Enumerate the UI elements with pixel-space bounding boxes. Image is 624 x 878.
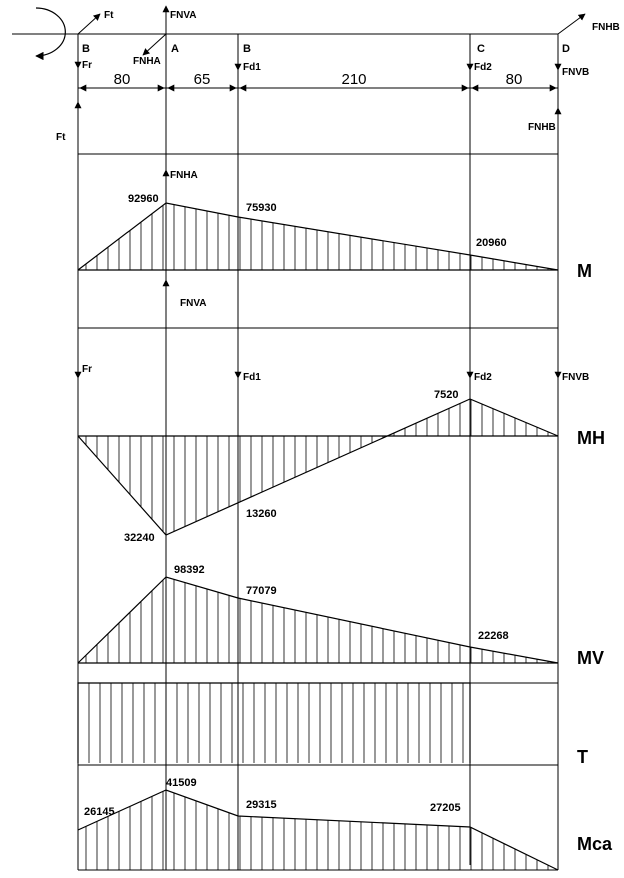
diagram-label-m: M (577, 261, 592, 281)
label-fnha-m: FNHA (170, 170, 198, 181)
label-fnvb: FNVB (562, 67, 589, 78)
mh-value-32240: 32240 (124, 532, 155, 544)
mv-value-98392: 98392 (174, 564, 205, 576)
point-b-left: B (82, 43, 90, 55)
label-fnvb-h: FNVB (562, 372, 589, 383)
point-a: A (171, 43, 179, 55)
label-fr: Fr (82, 60, 92, 71)
hatching-layer (85, 204, 549, 870)
label-fr-h: Fr (82, 364, 92, 375)
mh-value-7520: 7520 (434, 389, 458, 401)
force-arrows (74, 5, 562, 379)
label-fnha: FNHA (133, 56, 161, 67)
dim-210: 210 (341, 71, 366, 88)
label-fnva-m: FNVA (180, 298, 206, 309)
diagram-label-t: T (577, 747, 588, 767)
m-value-92960: 92960 (128, 193, 159, 205)
t-diagram-outline (77, 682, 471, 763)
mv-value-77079: 77079 (246, 585, 277, 597)
label-fd1: Fd1 (243, 62, 261, 73)
point-b-mid: B (243, 43, 251, 55)
label-ft-left: Ft (56, 132, 66, 143)
mh-value-13260: 13260 (246, 508, 277, 520)
fnha-arrow (142, 33, 167, 56)
mca-value-29315: 29315 (246, 799, 277, 811)
point-c: C (477, 43, 485, 55)
dim-65: 65 (194, 71, 211, 88)
m-diagram-outline (77, 202, 559, 271)
m-value-75930: 75930 (246, 202, 277, 214)
dim-80-right: 80 (506, 71, 523, 88)
mca-value-26145: 26145 (84, 806, 115, 818)
label-fnhb-lower: FNHB (528, 122, 556, 133)
mh-diagram-outline (77, 398, 559, 536)
diagram-label-mca: Mca (577, 834, 613, 854)
frame-lines (12, 10, 586, 871)
label-fnhb: FNHB (592, 22, 620, 33)
ft-top-arrow (77, 13, 101, 35)
mv-diagram-outline (77, 576, 559, 664)
dim-80-left: 80 (114, 71, 131, 88)
mv-value-22268: 22268 (478, 630, 509, 642)
mca-value-27205: 27205 (430, 802, 461, 814)
moment-outlines (77, 202, 559, 871)
label-fd1-h: Fd1 (243, 372, 261, 383)
mca-value-41509: 41509 (166, 777, 197, 789)
m-value-20960: 20960 (476, 237, 507, 249)
torque-curl-icon (35, 7, 66, 61)
label-ft-top: Ft (104, 10, 114, 21)
point-d: D (562, 43, 570, 55)
label-fnva: FNVA (170, 10, 196, 21)
label-fd2: Fd2 (474, 62, 492, 73)
diagram-label-mh: MH (577, 428, 605, 448)
label-fd2-h: Fd2 (474, 372, 492, 383)
mca-diagram-outline (77, 789, 559, 871)
diagram-label-mv: MV (577, 648, 604, 668)
